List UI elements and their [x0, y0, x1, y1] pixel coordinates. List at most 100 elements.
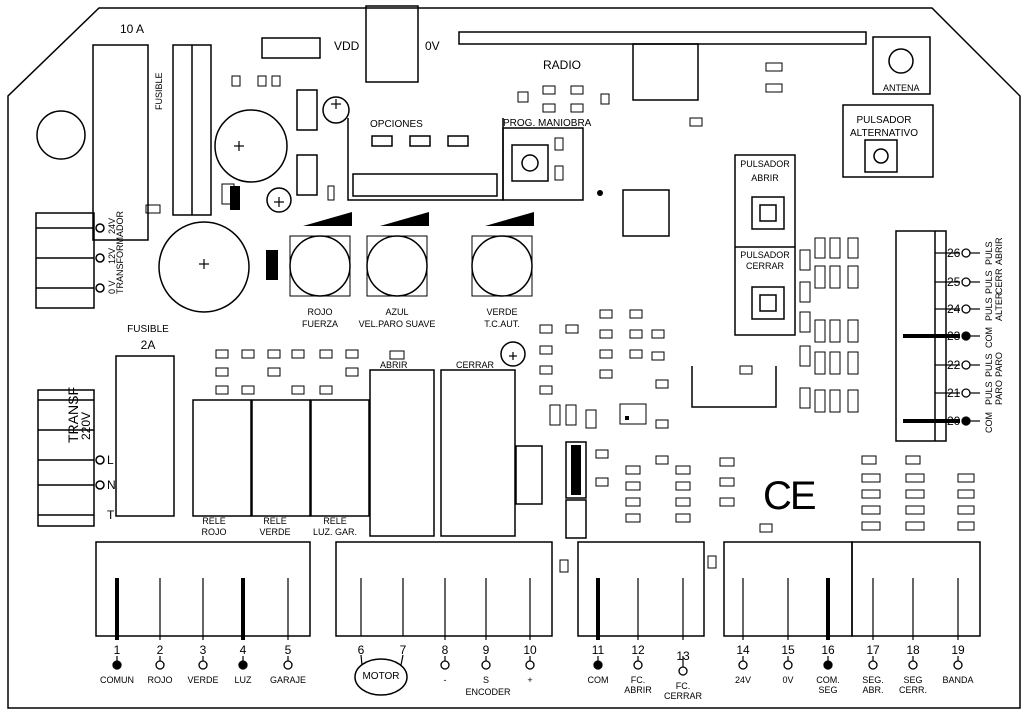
line-n-label: N — [107, 478, 116, 492]
pulsador-abrir-label-1: PULSADOR — [740, 159, 790, 169]
right-terminal-post — [961, 331, 971, 341]
right-terminal-number: 24 — [947, 302, 961, 316]
radio-module — [632, 43, 699, 101]
right-terminal-label: PULS — [984, 270, 994, 294]
bottom-terminal-number: 6 — [357, 643, 365, 657]
bottom-terminal-label: SEG — [903, 675, 923, 685]
relay-luz-label-1: RELE — [323, 516, 347, 526]
fusible-2a-label-2: 2A — [140, 338, 156, 352]
right-terminal-label: COM — [984, 412, 994, 433]
right-terminal-post — [961, 304, 971, 314]
right-terminal-number: 20 — [947, 414, 961, 428]
bottom-terminal-label: 0V — [782, 675, 794, 685]
bottom-terminal-label: ABR. — [862, 685, 884, 695]
bottom-terminal-label: GARAJE — [269, 675, 307, 685]
bottom-terminal-label: CERR. — [898, 685, 928, 695]
right-terminal-number: 22 — [947, 358, 961, 372]
right-terminal-label: PULS — [984, 297, 994, 321]
bottom-terminal-label: CERRAR — [663, 691, 703, 701]
fusible-2a-label-1: FUSIBLE — [127, 324, 169, 335]
line-l-label: L — [107, 453, 114, 467]
bottom-terminal-number: 7 — [399, 643, 407, 657]
bottom-terminal-label: LUZ — [234, 675, 252, 685]
bottom-terminal-label: SEG. — [862, 675, 884, 685]
bottom-terminal-number: 15 — [781, 643, 795, 657]
right-terminal-label: PARO — [994, 352, 1004, 377]
right-terminal-label: PULS — [984, 353, 994, 377]
opciones-label: OPCIONES — [370, 119, 423, 130]
right-terminal-number: 21 — [947, 386, 961, 400]
bottom-terminal-post — [738, 660, 748, 670]
pot-rojo-label-1: ROJO — [307, 307, 333, 317]
right-terminal-number: 26 — [947, 246, 961, 260]
bottom-terminal-label: VERDE — [187, 675, 219, 685]
vdd-connector — [365, 5, 419, 83]
bottom-terminal-label: COM. — [816, 675, 840, 685]
bottom-terminal-number: 3 — [199, 643, 207, 657]
abrir-label: ABRIR — [380, 360, 408, 370]
terminal-block-e — [851, 541, 981, 637]
bottom-terminal-label: BANDA — [942, 675, 974, 685]
radio-label: RADIO — [543, 58, 582, 72]
bottom-terminal-post — [633, 660, 643, 670]
relay-luz-label-2: LUZ. GAR. — [312, 527, 358, 537]
bottom-terminal-post — [238, 660, 248, 670]
pot-rojo-label-2: FUERZA — [302, 319, 338, 329]
bottom-terminal-number: 8 — [441, 643, 449, 657]
transf-label: TRANSF — [65, 387, 81, 443]
motor-lead — [400, 654, 404, 666]
relay-rojo-outline — [192, 399, 252, 517]
bottom-terminal-number: 17 — [866, 643, 880, 657]
bottom-terminal-post — [678, 666, 688, 676]
bottom-terminal-number: 19 — [951, 643, 965, 657]
radio-slot — [458, 31, 867, 45]
right-terminal-post — [961, 416, 971, 426]
bottom-terminal-label: ABRIR — [624, 685, 652, 695]
right-terminal-post — [961, 360, 971, 370]
bottom-terminal-number: 9 — [482, 643, 490, 657]
relay-luz-outline — [310, 399, 370, 517]
v0-label: 0 V — [107, 280, 117, 294]
bottom-terminal-post — [823, 660, 833, 670]
encoder-label: ENCODER — [465, 687, 511, 697]
fusible-vertical-label: FUSIBLE — [154, 72, 164, 110]
bottom-terminal-post — [283, 660, 293, 670]
pot-verde-label-1: VERDE — [486, 307, 518, 317]
bottom-terminal-group — [112, 578, 963, 676]
prog-maniobra-label: PROG. MANIOBRA — [503, 118, 592, 129]
relay-abrir-outline — [369, 369, 435, 537]
motor-label: MOTOR — [362, 671, 400, 682]
bottom-terminal-number: 4 — [239, 643, 247, 657]
bottom-terminal-post — [953, 660, 963, 670]
relay-verde-label-2: VERDE — [259, 527, 291, 537]
right-terminal-post — [961, 248, 971, 258]
bottom-terminal-label: ROJO — [147, 675, 173, 685]
motor-symbol — [354, 658, 408, 696]
bottom-terminal-label: SEG — [818, 685, 838, 695]
ce-mark: CE — [763, 474, 817, 518]
bottom-terminal-label: 24V — [734, 675, 752, 685]
bottom-terminal-label: + — [527, 675, 533, 685]
bottom-terminal-post — [908, 660, 918, 670]
fuse-10a-label: 10 A — [120, 22, 145, 36]
bottom-terminal-post — [783, 660, 793, 670]
pulsador-cerrar-label-1: PULSADOR — [740, 250, 790, 260]
v24-label: 24V — [107, 217, 117, 234]
bottom-terminal-post — [481, 660, 491, 670]
bottom-terminal-number: 5 — [284, 643, 292, 657]
bottom-terminal-number: 2 — [156, 643, 164, 657]
right-terminal-number: 23 — [947, 329, 961, 343]
antena-label: ANTENA — [883, 83, 920, 93]
v220-label: 220V — [79, 411, 93, 440]
bottom-terminal-post — [112, 660, 122, 670]
bottom-terminal-post — [868, 660, 878, 670]
pulsador-abrir-label-2: ABRIR — [751, 173, 779, 183]
vdd-label: VDD — [334, 39, 360, 53]
bottom-terminal-number: 10 — [523, 643, 537, 657]
v12-label: 12V — [107, 247, 117, 264]
pulsador-alternativo-label-2: ALTERNATIVO — [850, 128, 918, 139]
relay-verde-outline — [251, 399, 311, 517]
right-terminal-label: PULS — [984, 241, 994, 265]
